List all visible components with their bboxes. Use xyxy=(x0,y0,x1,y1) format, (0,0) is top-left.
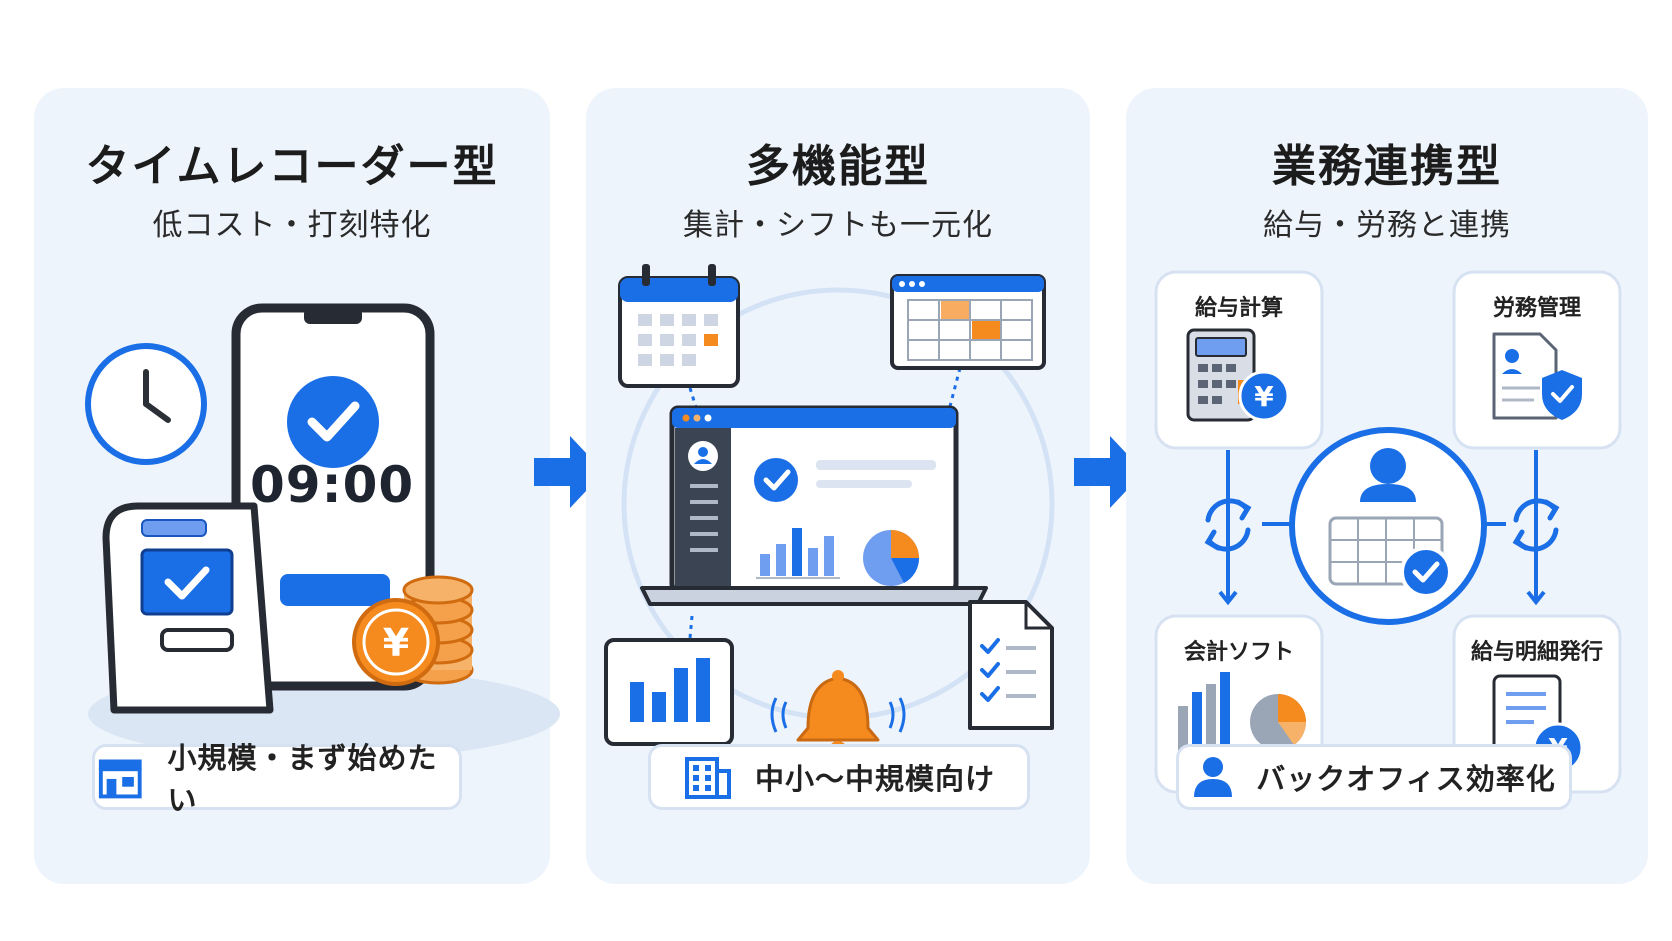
yen-symbol: ¥ xyxy=(1254,380,1274,413)
accounting-chart-icon xyxy=(1178,672,1306,756)
document-shield-icon xyxy=(1492,332,1582,420)
central-hub-icon xyxy=(1289,427,1487,625)
panel-time-recorder: タイムレコーダー型 低コスト・打刻特化 xyxy=(34,88,560,884)
time-recorder-illustration: ¥ xyxy=(85,303,560,760)
clock-time: 09:00 xyxy=(250,456,415,514)
time-recorder-machine-icon xyxy=(102,502,274,714)
panel-subtitle: 低コスト・打刻特化 xyxy=(152,208,432,243)
calculator-icon: ¥ xyxy=(1186,328,1290,422)
card-label: 給与計算 xyxy=(1194,296,1283,321)
shift-table-icon xyxy=(890,274,1046,370)
smartphone-icon xyxy=(231,303,435,691)
laptop-dashboard-icon xyxy=(640,405,988,606)
person-icon xyxy=(1194,757,1233,797)
panel-subtitle: 集計・シフトも一元化 xyxy=(683,208,993,243)
card-label: 給与明細発行 xyxy=(1470,640,1603,665)
clock-icon xyxy=(85,343,207,465)
building-icon xyxy=(684,757,731,799)
target-pill: 小規模・まず始めたい xyxy=(92,741,462,817)
checklist-document-icon xyxy=(968,600,1054,730)
sync-icon xyxy=(1512,498,1560,552)
calendar-icon xyxy=(618,264,740,388)
store-icon xyxy=(98,759,142,799)
card-label: 会計ソフト xyxy=(1183,640,1294,665)
target-pill: バックオフィス効率化 xyxy=(1176,744,1572,810)
panel-multifunction: 多機能型 集計・シフトも一元化 xyxy=(586,88,1090,884)
panel-subtitle: 給与・労務と連携 xyxy=(1263,208,1511,243)
target-pill-label: バックオフィス効率化 xyxy=(1256,762,1556,796)
panel-title: タイムレコーダー型 xyxy=(85,141,499,192)
multifunction-illustration xyxy=(604,264,1055,759)
panel-title: 多機能型 xyxy=(746,141,930,192)
target-pill-label: 小規模・まず始めたい xyxy=(167,741,438,817)
bar-chart-icon xyxy=(604,638,734,746)
panel-title: 業務連携型 xyxy=(1272,141,1502,192)
target-pill: 中小〜中規模向け xyxy=(648,744,1030,810)
target-pill-label: 中小〜中規模向け xyxy=(754,762,995,796)
yen-coins-icon: ¥ xyxy=(352,575,474,686)
yen-symbol: ¥ xyxy=(383,621,409,665)
panel-business-integration: 業務連携型 給与・労務と連携 xyxy=(1126,88,1648,884)
sync-icon xyxy=(1204,498,1252,552)
card-label: 労務管理 xyxy=(1492,296,1581,321)
